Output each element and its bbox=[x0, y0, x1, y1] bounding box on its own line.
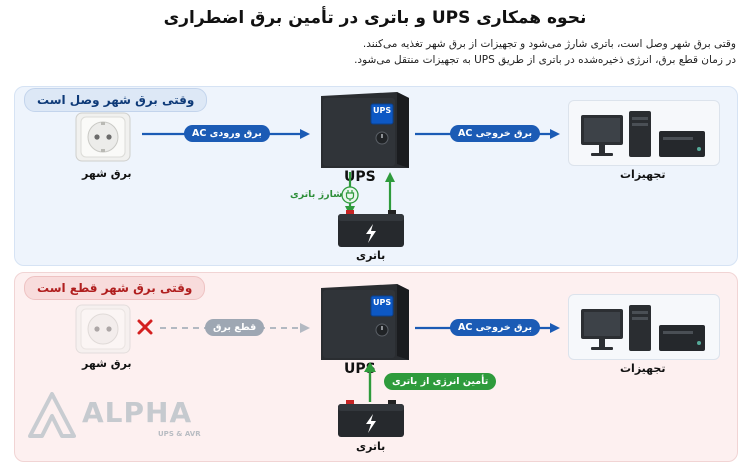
supply-label: تأمین انرژی از باتری bbox=[384, 373, 497, 390]
computer-icon bbox=[581, 111, 705, 157]
ups-label-bottom: UPS bbox=[344, 361, 376, 377]
logo-name: ALPHA bbox=[82, 396, 193, 429]
ups-device-icon bbox=[315, 90, 411, 170]
equipment-label: تجهیزات bbox=[620, 168, 666, 181]
charge-label: شارژ باتری bbox=[290, 189, 343, 200]
cross-icon bbox=[136, 318, 154, 336]
logo-mark bbox=[28, 392, 76, 438]
battery-icon-bottom bbox=[336, 400, 406, 438]
plug-icon bbox=[341, 186, 359, 204]
grid-label: برق شهر bbox=[82, 167, 132, 180]
grid-outage-heading: وقتی برق شهر قطع است bbox=[24, 276, 206, 300]
battery-label: باتری bbox=[356, 249, 386, 262]
cut-arrow-label: قطع برق bbox=[205, 319, 265, 336]
ups-label: UPS bbox=[344, 169, 376, 185]
ups-device-icon-bottom bbox=[315, 282, 411, 362]
page-title: نحوه همکاری UPS و باتری در تأمین برق اضط… bbox=[163, 8, 587, 28]
battery-icon bbox=[336, 210, 406, 248]
output-arrow-label-bottom: برق خروجی AC bbox=[450, 319, 541, 336]
output-arrow-label: برق خروجی AC bbox=[450, 125, 541, 142]
ups-screen-text: UPS bbox=[373, 106, 392, 115]
supply-arrow bbox=[363, 362, 377, 402]
ups-screen-text-bottom: UPS bbox=[373, 298, 392, 307]
power-socket-icon-faded bbox=[72, 304, 134, 354]
description-line-2: در زمان قطع برق، انرژی ذخیره‌شده در باتر… bbox=[354, 54, 736, 66]
logo-tagline: UPS & AVR bbox=[158, 430, 201, 438]
grid-connected-heading: وقتی برق شهر وصل است bbox=[24, 88, 208, 112]
description-line-1: وقتی برق شهر وصل است، باتری شارژ می‌شود … bbox=[362, 38, 736, 50]
equipment-box-bottom bbox=[568, 294, 720, 360]
input-arrow-label: برق ورودی AC bbox=[184, 125, 270, 142]
grid-label-outage: برق شهر bbox=[82, 357, 132, 370]
equipment-box bbox=[568, 100, 720, 166]
computer-icon-bottom bbox=[581, 305, 705, 351]
battery-label-bottom: باتری bbox=[356, 440, 386, 453]
power-socket-icon bbox=[72, 112, 134, 162]
equipment-label-bottom: تجهیزات bbox=[620, 362, 666, 375]
